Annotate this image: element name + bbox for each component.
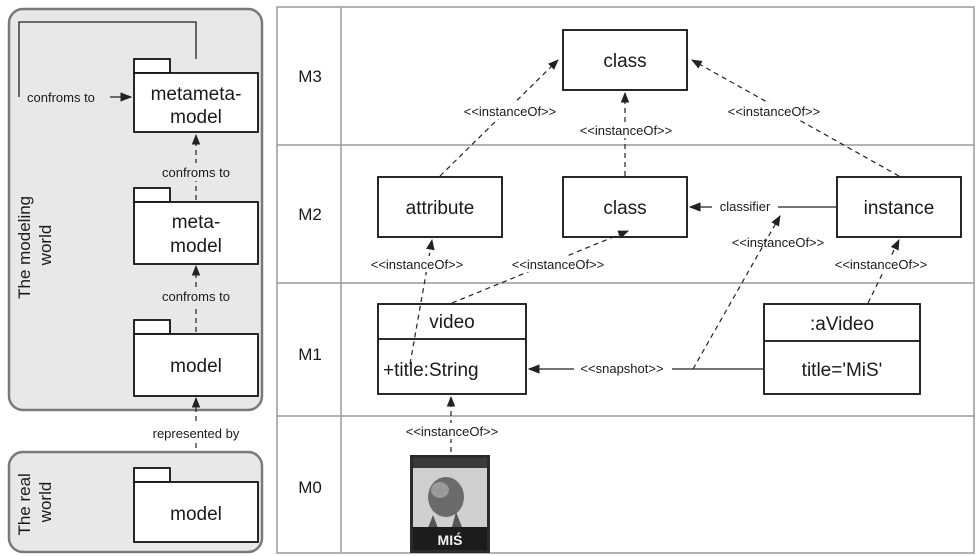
real-world-title: The real world xyxy=(15,468,55,535)
level-m3-label: M3 xyxy=(298,67,322,86)
classifier-label: classifier xyxy=(720,199,771,214)
level-m2-label: M2 xyxy=(298,205,322,224)
conforms-to-self-label: confroms to xyxy=(27,90,95,105)
svg-text:title='MiS': title='MiS' xyxy=(802,360,883,381)
svg-text:model: model xyxy=(170,236,222,257)
model-package: model xyxy=(133,319,259,397)
m2-instanceof-class-label: <<instanceOf>> xyxy=(512,257,605,272)
svg-text:meta-: meta- xyxy=(172,212,221,233)
modeling-world-title: The modeling world xyxy=(15,191,55,299)
m3-instanceof-mid-label: <<instanceOf>> xyxy=(580,123,673,138)
video-attr-to-attribute-arrow xyxy=(409,238,435,365)
svg-text:model: model xyxy=(170,356,222,377)
m1-avideo-object-box: :aVideo title='MiS' xyxy=(763,303,921,395)
snapshot-to-classifier-arrow xyxy=(692,215,781,370)
video-to-class-arrow xyxy=(451,230,629,304)
m2-instanceof-avideo-label: <<instanceOf>> xyxy=(835,257,928,272)
metametamodel-package: metameta- model xyxy=(133,58,259,133)
svg-text:model: model xyxy=(170,107,222,128)
m1-video-class-box: video +title:String xyxy=(377,303,527,395)
film-poster-image: MIŚ xyxy=(410,455,490,553)
conforms-to-label-lower: confroms to xyxy=(162,289,230,304)
svg-text:video: video xyxy=(429,312,474,333)
m2-class-box: class xyxy=(562,176,688,238)
svg-text:class: class xyxy=(603,51,646,72)
m3-instanceof-right-label: <<instanceOf>> xyxy=(728,104,821,119)
svg-text:+title:String: +title:String xyxy=(383,360,479,381)
poster-title: MIŚ xyxy=(438,531,463,548)
snapshot-label: <<snapshot>> xyxy=(580,361,663,376)
m2-instance-box: instance xyxy=(836,176,962,238)
svg-text:metameta-: metameta- xyxy=(151,84,242,105)
m2-attribute-box: attribute xyxy=(377,176,503,238)
svg-text:instance: instance xyxy=(864,198,935,219)
conforms-to-self-loop xyxy=(18,21,197,97)
levels-grid xyxy=(276,6,975,554)
represented-by-label: represented by xyxy=(153,426,240,441)
svg-text:class: class xyxy=(603,198,646,219)
level-m0-label: M0 xyxy=(298,478,322,497)
svg-text:model: model xyxy=(170,504,222,525)
svg-text::aVideo: :aVideo xyxy=(810,314,874,335)
m3-instanceof-left-label: <<instanceOf>> xyxy=(464,104,557,119)
svg-text:attribute: attribute xyxy=(406,198,475,219)
m0-instanceof-label: <<instanceOf>> xyxy=(406,424,499,439)
metamodel-package: meta- model xyxy=(133,187,259,265)
conforms-to-label-upper: confroms to xyxy=(162,165,230,180)
level-m1-label: M1 xyxy=(298,345,322,364)
avideo-to-instance-arrow xyxy=(867,239,900,304)
m3-class-box: class xyxy=(562,29,688,91)
real-model-package: model xyxy=(133,467,259,543)
m2-instanceof-attr-label: <<instanceOf>> xyxy=(371,257,464,272)
m2-instanceof-snapshot-label: <<instanceOf>> xyxy=(732,235,825,250)
